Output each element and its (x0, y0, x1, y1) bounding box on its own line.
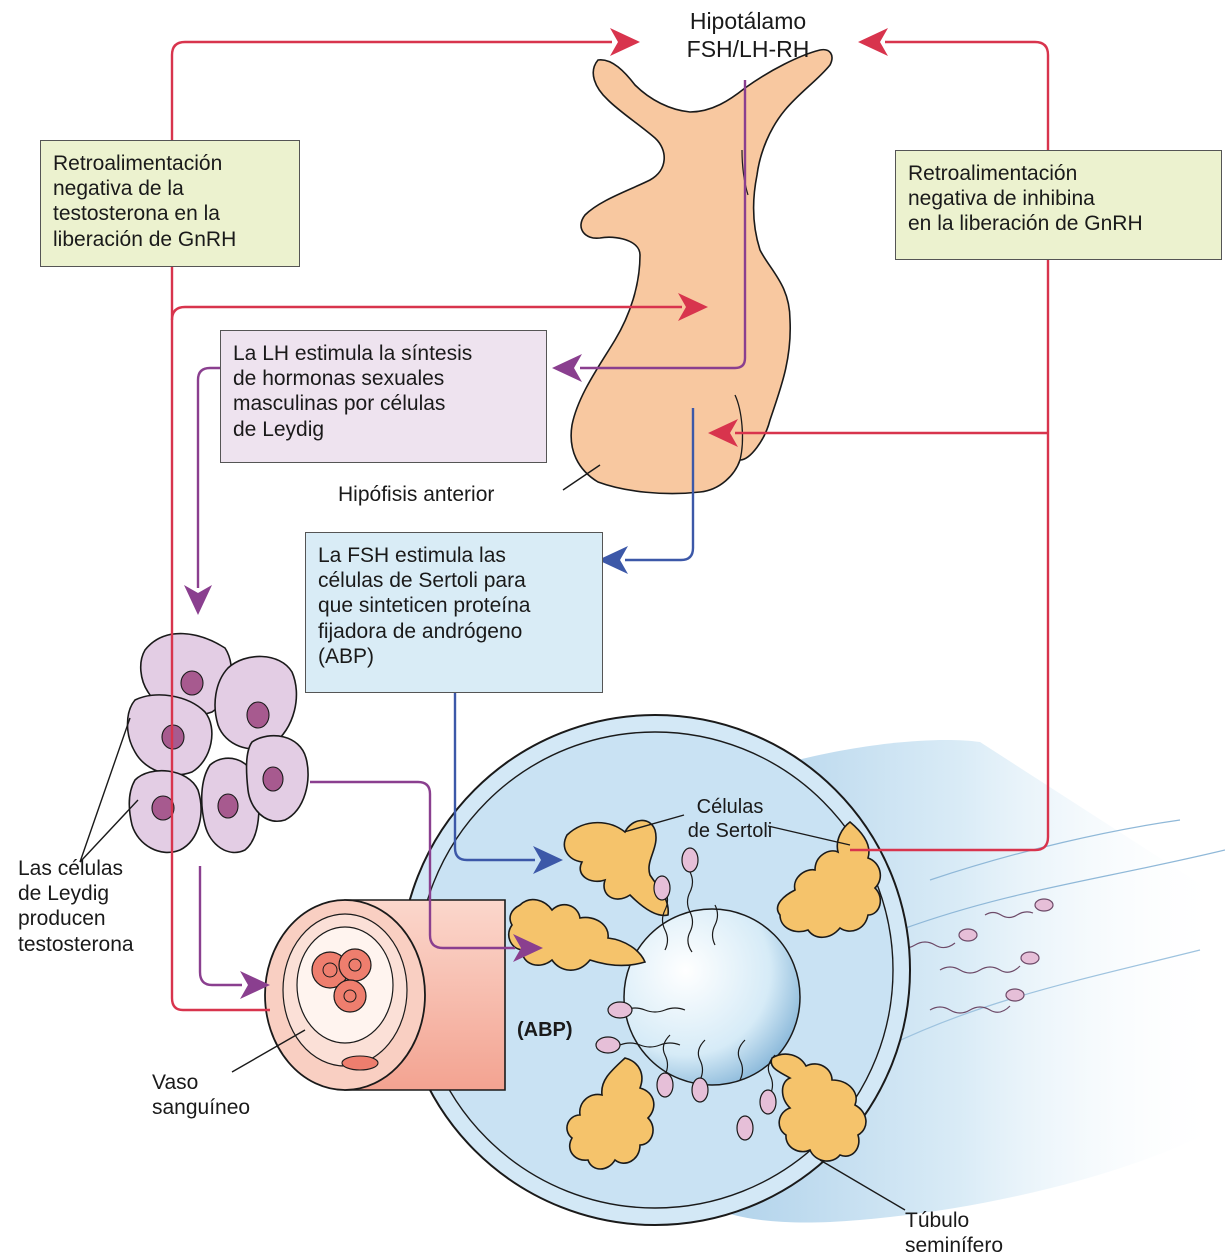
seminiferous-tubule-label: Túbulo seminífero (905, 1208, 1003, 1258)
leydig-cells-label: Las células de Leydig producen testoster… (18, 856, 134, 957)
anterior-pituitary-label: Hipófisis anterior (338, 482, 494, 507)
lh-stimulation-box: La LH estimula la síntesis de hormonas s… (220, 330, 547, 463)
testosterone-feedback-box: Retroalimentación negativa de la testost… (40, 140, 300, 267)
hypothalamus-label: Hipotálamo FSH/LH-RH (648, 8, 848, 63)
leydig-cells (128, 634, 309, 853)
blood-vessel (265, 900, 505, 1090)
fsh-stimulation-box: La FSH estimula las células de Sertoli p… (305, 532, 603, 693)
inhibin-feedback-box: Retroalimentación negativa de inhibina e… (895, 150, 1222, 260)
sertoli-cells-label: Células de Sertoli (670, 795, 790, 843)
hypothalamus-pituitary (571, 50, 832, 494)
abp-label: (ABP) (517, 1018, 573, 1042)
blood-vessel-label: Vaso sanguíneo (152, 1070, 250, 1120)
